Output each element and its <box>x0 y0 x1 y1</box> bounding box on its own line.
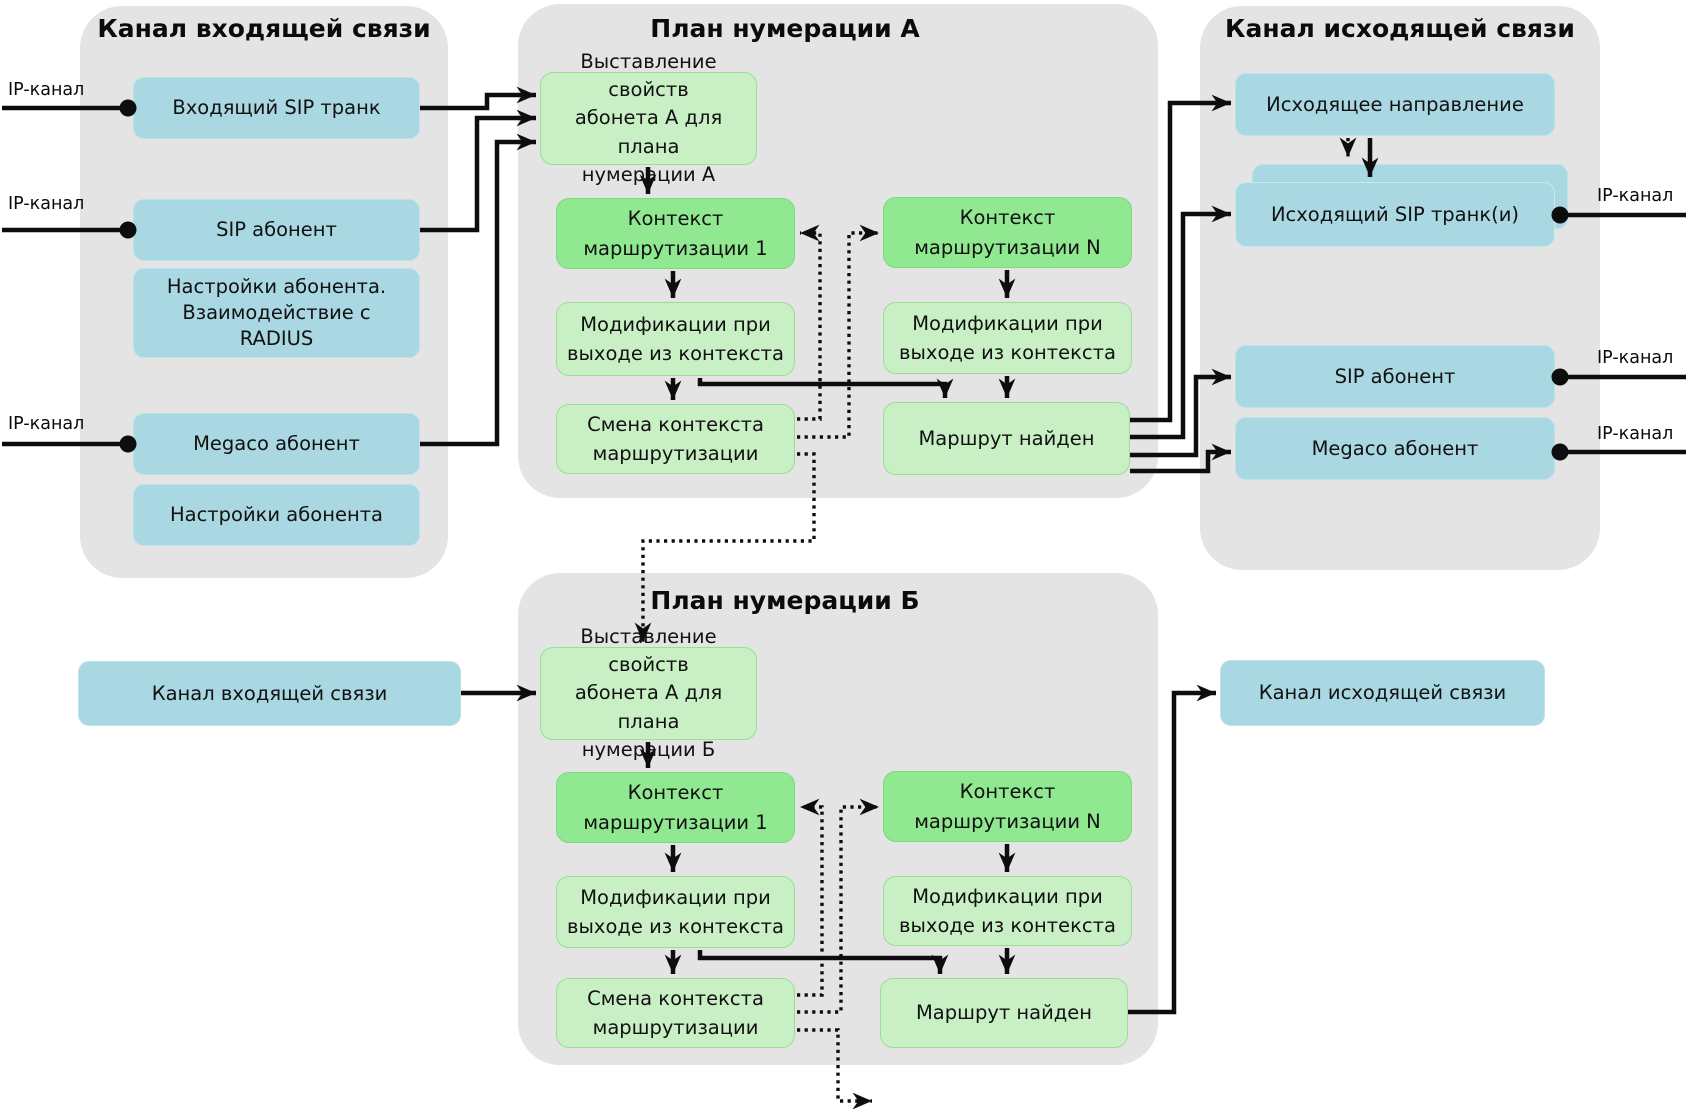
node-external-incoming-channel: Канал входящей связи <box>78 661 461 726</box>
node-outgoing-sip-trunks: Исходящий SIP транк(и) <box>1235 182 1555 247</box>
node-plan-a-modifications-n: Модификации при выходе из контекста <box>883 302 1132 374</box>
ip-channel-label: IP-канал <box>1597 348 1674 368</box>
node-plan-a-context-n: Контекст маршрутизации N <box>883 197 1132 268</box>
numbering-plan-b-title: План нумерации Б <box>650 586 920 615</box>
node-plan-a-context-1: Контекст маршрутизации 1 <box>556 198 795 269</box>
node-outgoing-direction: Исходящее направление <box>1235 73 1555 136</box>
node-plan-b-context-1: Контекст маршрутизации 1 <box>556 772 795 843</box>
ip-channel-label: IP-канал <box>1597 186 1674 206</box>
node-incoming-megaco-subscriber: Megaco абонент <box>133 413 420 475</box>
ip-channel-label: IP-канал <box>8 194 85 214</box>
node-subscriber-settings-radius: Настройки абонента. Взаимодействие с RAD… <box>133 268 420 358</box>
outgoing-channel-title: Канал исходящей связи <box>1225 14 1575 43</box>
node-plan-a-modifications-1: Модификации при выходе из контекста <box>556 302 795 376</box>
ip-channel-label: IP-канал <box>8 80 85 100</box>
node-incoming-sip-trunk: Входящий SIP транк <box>133 77 420 139</box>
node-plan-a-setup: Выставление свойств абонета А для плана … <box>540 50 757 186</box>
node-plan-b-modifications-n: Модификации при выходе из контекста <box>883 876 1132 946</box>
incoming-channel-title: Канал входящей связи <box>97 14 431 43</box>
node-plan-b-context-n: Контекст маршрутизации N <box>883 771 1132 842</box>
node-outgoing-megaco-subscriber: Megaco абонент <box>1235 417 1555 480</box>
node-external-outgoing-channel: Канал исходящей связи <box>1220 660 1545 726</box>
node-plan-a-change-context: Смена контекста маршрутизации <box>556 404 795 474</box>
ip-channel-label: IP-канал <box>1597 424 1674 444</box>
node-incoming-sip-subscriber: SIP абонент <box>133 199 420 261</box>
numbering-plan-a-title: План нумерации А <box>650 14 920 43</box>
node-plan-b-setup: Выставление свойств абонета А для плана … <box>540 625 757 761</box>
node-plan-a-route-found: Маршрут найден <box>883 402 1130 475</box>
node-outgoing-sip-subscriber: SIP абонент <box>1235 345 1555 408</box>
ip-channel-label: IP-канал <box>8 414 85 434</box>
node-plan-b-modifications-1: Модификации при выходе из контекста <box>556 876 795 948</box>
node-plan-b-route-found: Маршрут найден <box>880 978 1128 1048</box>
node-plan-b-change-context: Смена контекста маршрутизации <box>556 978 795 1048</box>
node-subscriber-settings: Настройки абонента <box>133 484 420 546</box>
